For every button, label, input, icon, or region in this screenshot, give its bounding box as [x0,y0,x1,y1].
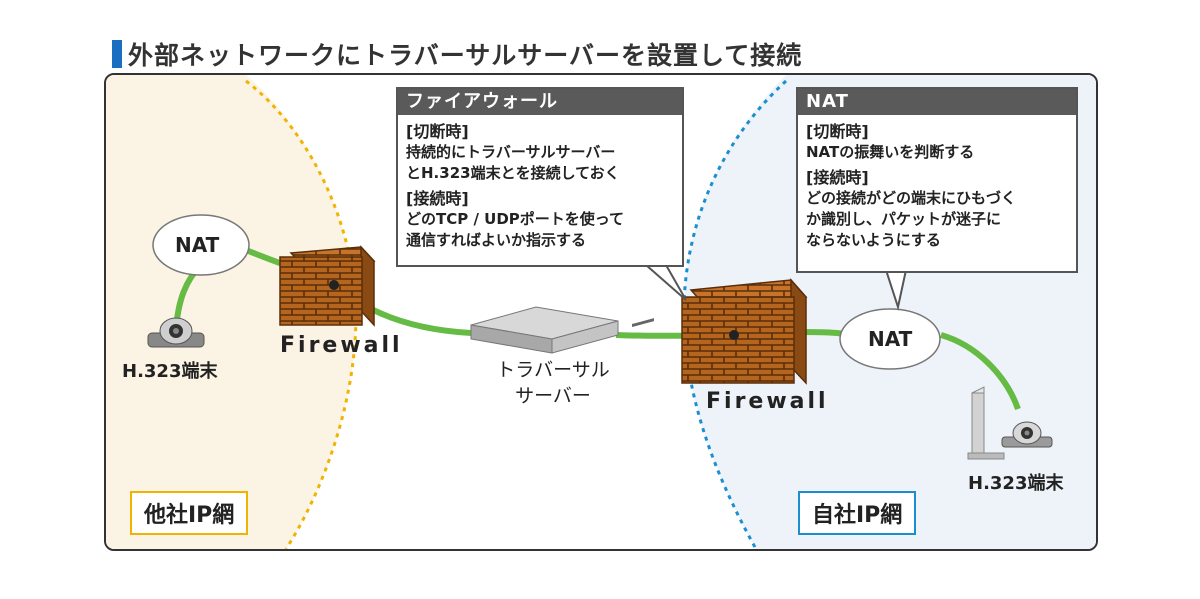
firewall-callout-section-title: [接続時] [406,189,469,208]
left-firewall-icon [279,245,376,327]
right-firewall-icon [681,278,808,385]
firewall-callout-pointer [643,264,687,301]
traversal-server-label-line2: サーバー [515,385,591,407]
left-network-boundary [245,79,358,549]
firewall-callout-section-disconnected: [切断時] 持続的にトラバーサルサーバー とH.323端末とを接続しておく [406,121,674,184]
left-firewall-label: Firewall [280,333,403,358]
nat-callout-section-title: [接続時] [806,168,869,187]
firewall-callout-heading: ファイアウォール [398,89,682,115]
title-accent-bar [112,40,122,68]
nat-callout-body: [切断時] NATの振舞いを判断する [接続時] どの接続がどの端末にひもづく … [798,115,1076,261]
nat-callout-section-title: [切断時] [806,122,869,141]
right-network-label: 自社IP網 [798,491,917,535]
nat-callout-line: ならないようにする [806,231,941,249]
left-terminal-camera-icon [147,317,205,348]
firewall-callout-line: 持続的にトラバーサルサーバー [406,143,616,161]
nat-callout-line: NATの振舞いを判断する [806,143,975,161]
left-nat-label: NAT [175,233,220,257]
left-network-region [106,75,356,549]
firewall-callout-section-connected: [接続時] どのTCP / UDPポートを使って 通信すればよいか指示する [406,188,674,251]
cable-right-nat-terminal [940,332,1021,411]
nat-callout-line: か識別し、パケットが迷子に [806,210,1002,228]
right-firewall-label: Firewall [706,389,829,414]
firewall-callout-line: 通信すればよいか指示する [406,231,587,249]
right-nat-cloud [839,308,941,370]
left-terminal-label: H.323端末 [122,361,218,382]
right-nat-label: NAT [868,327,913,351]
right-terminal-label: H.323端末 [968,473,1064,494]
firewall-callout-body: [切断時] 持続的にトラバーサルサーバー とH.323端末とを接続しておく [接… [398,115,682,261]
right-terminal-display-icon [967,386,1053,460]
page-title: 外部ネットワークにトラバーサルサーバーを設置して接続 [128,41,803,70]
left-nat-cloud [152,214,250,276]
nat-callout-heading: NAT [798,89,1076,115]
firewall-callout: ファイアウォール [切断時] 持続的にトラバーサルサーバー とH.323端末とを… [396,87,684,267]
left-network-label: 他社IP網 [130,491,249,535]
traversal-server-label-line1: トラバーサル [496,359,610,381]
nat-callout-section-disconnected: [切断時] NATの振舞いを判断する [806,121,1068,163]
nat-callout-line: どの接続がどの端末にひもづく [806,189,1017,207]
firewall-callout-line: どのTCP / UDPポートを使って [406,210,625,228]
traversal-server-label: トラバーサル サーバー [488,357,618,409]
traversal-server-icon [470,306,654,354]
nat-callout: NAT [切断時] NATの振舞いを判断する [接続時] どの接続がどの端末にひ… [796,87,1078,273]
diagram-frame: NAT NAT H.323端末 H.323端末 Firewall Firewal… [104,73,1098,551]
firewall-callout-line: とH.323端末とを接続しておく [406,164,620,182]
nat-callout-section-connected: [接続時] どの接続がどの端末にひもづく か識別し、パケットが迷子に ならないよ… [806,167,1068,251]
firewall-callout-section-title: [切断時] [406,122,469,141]
